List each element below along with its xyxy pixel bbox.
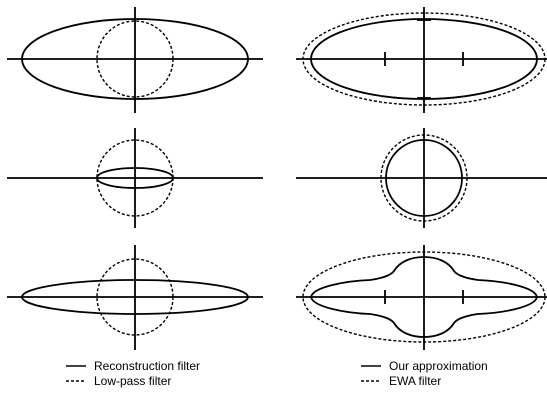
legend-item-reconstruction-filter: Reconstruction filter — [66, 359, 200, 373]
legend-label: Reconstruction filter — [94, 359, 200, 373]
legend-label: EWA filter — [389, 374, 441, 388]
low-pass-filter-circle — [96, 258, 174, 336]
our-approximation-shape — [310, 256, 538, 338]
legend-label: Our approximation — [389, 359, 488, 373]
legend-label: Low-pass filter — [94, 374, 171, 388]
legend-item-ewa-filter: EWA filter — [361, 374, 441, 388]
legend-right: Our approximation EWA filter — [361, 359, 488, 388]
legend-item-our-approximation: Our approximation — [361, 359, 488, 373]
legend-item-low-pass-filter: Low-pass filter — [66, 374, 171, 388]
panel-r3-right — [296, 245, 547, 350]
ewa-filter-ellipse — [302, 251, 546, 343]
low-pass-filter-circle — [96, 20, 174, 98]
legend-left: Reconstruction filter Low-pass filter — [66, 359, 200, 388]
panel-r1-right — [296, 7, 547, 113]
panel-r2-left — [7, 128, 263, 228]
low-pass-filter-circle — [96, 139, 174, 217]
our-approximation-ellipse — [310, 18, 538, 100]
our-approximation-circle — [385, 139, 463, 217]
reconstruction-filter-ellipse — [21, 18, 249, 100]
reconstruction-filter-ellipse — [21, 279, 249, 315]
ewa-filter-circle — [380, 134, 468, 222]
panel-r2-right — [296, 128, 547, 228]
panel-r1-left — [7, 7, 263, 113]
panel-r3-left — [7, 245, 263, 350]
ewa-filter-ellipse — [302, 12, 546, 106]
